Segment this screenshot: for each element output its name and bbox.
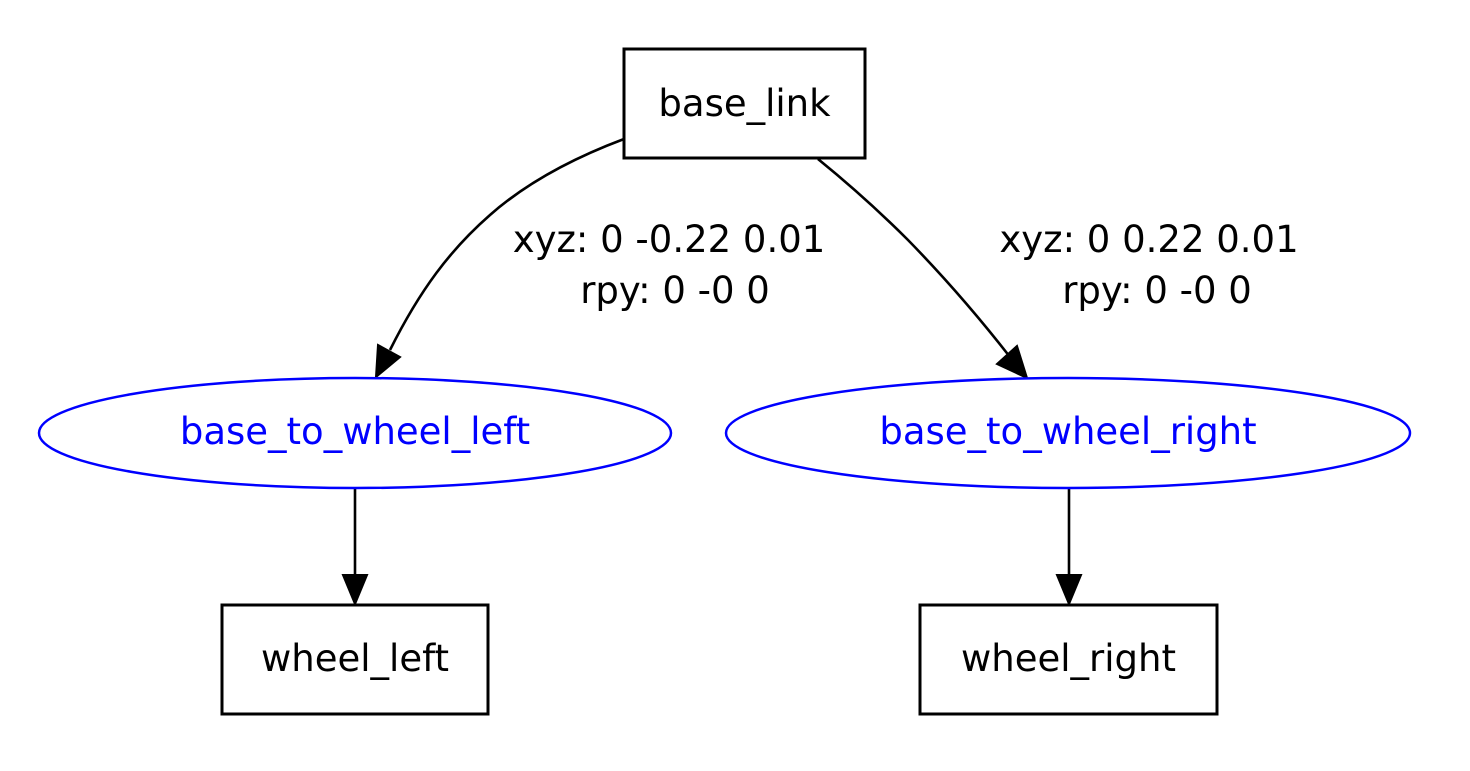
edge-joint-left-to-wheel-left: [341, 489, 369, 607]
link-box: [918, 603, 1219, 716]
link-node-base-link: base_link: [622, 47, 867, 160]
arrowhead: [341, 574, 369, 607]
link-node-wheel-left: wheel_left: [220, 603, 490, 716]
edge-line: [817, 157, 1012, 358]
link-box: [220, 603, 490, 716]
edge-label-right: xyz: 0 0.22 0.01 rpy: 0 -0 0: [999, 218, 1298, 312]
edge-joint-right-to-wheel-right: [1055, 489, 1083, 607]
joint-label-base-to-wheel-left: base_to_wheel_left: [180, 410, 530, 453]
link-label-wheel-left: wheel_left: [261, 637, 449, 680]
link-label-wheel-right: wheel_right: [961, 637, 1176, 680]
joint-node-base-to-wheel-left: base_to_wheel_left: [37, 376, 673, 490]
joint-ellipse: [37, 376, 673, 490]
arrowhead: [374, 343, 402, 380]
arrowhead: [1055, 574, 1083, 607]
edge-base-to-joint-right: [817, 157, 1029, 380]
joint-right-rpy: rpy: 0 -0 0: [1062, 269, 1252, 312]
link-box: [622, 47, 867, 160]
joint-right-xyz: xyz: 0 0.22 0.01: [999, 218, 1298, 261]
link-label-base-link: base_link: [658, 82, 831, 125]
edge-line: [388, 137, 625, 351]
joint-left-xyz: xyz: 0 -0.22 0.01: [513, 218, 826, 261]
joint-node-base-to-wheel-right: base_to_wheel_right: [724, 376, 1412, 490]
joint-left-rpy: rpy: 0 -0 0: [580, 269, 770, 312]
arrowhead: [995, 344, 1029, 380]
joint-label-base-to-wheel-right: base_to_wheel_right: [879, 410, 1256, 453]
edge-label-left: xyz: 0 -0.22 0.01 rpy: 0 -0 0: [513, 218, 826, 312]
edge-base-to-joint-left: [374, 137, 625, 380]
joint-ellipse: [724, 376, 1412, 490]
link-node-wheel-right: wheel_right: [918, 603, 1219, 716]
